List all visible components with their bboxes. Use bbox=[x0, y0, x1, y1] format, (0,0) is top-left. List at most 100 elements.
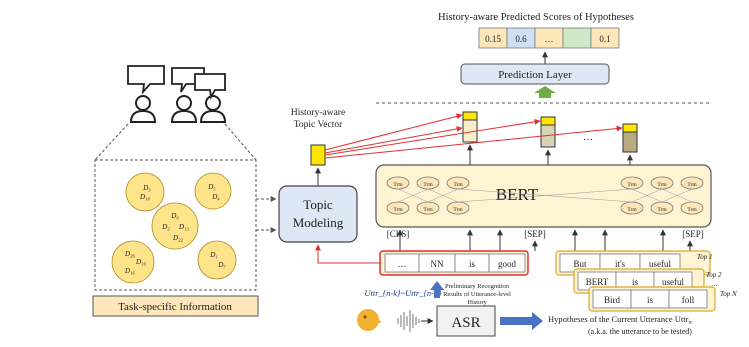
red-link-1 bbox=[324, 113, 463, 151]
topic-cluster bbox=[194, 172, 232, 210]
score-value-2: 0.6 bbox=[515, 34, 527, 44]
cluster-doc: D₁₆ bbox=[124, 267, 135, 275]
topic-modeling-label-1: Topic bbox=[303, 197, 333, 212]
person-icon-head bbox=[176, 95, 192, 111]
stack-ellipsis: … bbox=[711, 280, 718, 288]
diagram-title: History-aware Predicted Scores of Hypoth… bbox=[438, 12, 634, 23]
hyp-top2-text-1: BERT bbox=[586, 277, 609, 287]
task-info-label: Task-specific Information bbox=[118, 301, 232, 313]
red-link-4 bbox=[324, 125, 623, 159]
score-bar: 0.15 0.6 … 0.1 bbox=[478, 27, 620, 49]
history-tokens: … NN is good bbox=[384, 253, 526, 273]
cluster-doc: D₂ bbox=[161, 223, 170, 231]
topic-clusters: D₃ D₁₈ D₅ D₄ D₉ D₂ D₁₃ D₂₂ D₂₆ D₁₉ D₁₆ D… bbox=[111, 172, 237, 284]
output-vector-1-top bbox=[462, 111, 478, 121]
trm-label: Trm bbox=[393, 182, 403, 188]
hyp-topN-token-3 bbox=[668, 289, 708, 309]
topic-modeling-box bbox=[278, 185, 358, 243]
cluster-doc: D₄ bbox=[211, 193, 220, 201]
hyp-top1-text-2: it's bbox=[615, 259, 626, 269]
cluster-doc: D₂₂ bbox=[172, 234, 183, 242]
waveform-icon bbox=[397, 310, 420, 332]
sep-token-1: [SEP] bbox=[524, 229, 546, 239]
output-ellipsis: … bbox=[583, 132, 593, 143]
topN-label: Top N bbox=[720, 290, 737, 298]
trm-label: Trm bbox=[423, 207, 433, 213]
prelim-note-2: Results of Utterance-level bbox=[443, 291, 511, 298]
person-icon-body bbox=[199, 109, 227, 123]
funnel-line-right bbox=[224, 123, 257, 161]
hyp-caption-1: Hypotheses of the Current Utterance Uttr… bbox=[548, 314, 692, 326]
trm-link bbox=[427, 188, 459, 203]
topic-cluster bbox=[151, 202, 199, 250]
task-info-label-box bbox=[92, 295, 259, 317]
asr-box bbox=[436, 305, 496, 337]
topic-modeling-label-2: Modeling bbox=[293, 215, 344, 230]
hyp-topN-text-2: is bbox=[647, 295, 654, 305]
funnel-line-left bbox=[94, 123, 129, 161]
speaker-icon bbox=[357, 309, 382, 331]
prediction-layer-label: Prediction Layer bbox=[498, 69, 572, 81]
trm-label: Trm bbox=[627, 207, 637, 213]
prelim-note-3: History bbox=[467, 299, 487, 306]
person-icon-body bbox=[129, 109, 157, 123]
topic-cluster bbox=[125, 172, 165, 212]
topic-vector-label-1: History-aware bbox=[291, 108, 345, 118]
topic-vector-label-2: Topic Vector bbox=[294, 120, 343, 130]
trm-link bbox=[631, 188, 663, 203]
trm-label: Trm bbox=[657, 182, 667, 188]
utterance-history: Uttr_{n-k}~Uttr_{n-1} bbox=[364, 288, 442, 298]
asr-output-arrow bbox=[500, 312, 543, 330]
bert-box bbox=[375, 164, 712, 228]
topic-cluster bbox=[197, 240, 237, 280]
score-value-3: … bbox=[545, 34, 554, 44]
hyp-caption-subscript: n bbox=[688, 319, 691, 326]
hyp-top2-text-2: is bbox=[632, 277, 639, 287]
top2-label: Top 2 bbox=[706, 271, 722, 279]
token-input-arrows bbox=[397, 229, 693, 251]
speech-bubble-icon bbox=[127, 65, 165, 95]
speaker-head bbox=[357, 309, 379, 331]
asr-label: ASR bbox=[451, 315, 480, 331]
cluster-doc: D₂₆ bbox=[124, 250, 135, 258]
transformer-units: Trm Trm Trm Trm Trm Trm Trm Trm Trm Trm … bbox=[386, 176, 704, 215]
trm-link bbox=[397, 188, 429, 203]
cluster-doc: D₃ bbox=[142, 184, 151, 192]
score-cell-4 bbox=[562, 27, 592, 49]
hyp-topN-text-1: Bird bbox=[604, 295, 621, 305]
prelim-note-1: Preliminary Recognition bbox=[445, 283, 510, 290]
trm-label: Trm bbox=[627, 182, 637, 188]
bert-label: BERT bbox=[496, 185, 539, 204]
score-value-5: 0.1 bbox=[599, 34, 610, 44]
cls-token: [CLS] bbox=[387, 229, 410, 239]
speaker-eye bbox=[363, 315, 367, 319]
people-icon-group bbox=[127, 65, 227, 123]
sep-token-2: [SEP] bbox=[682, 229, 704, 239]
trm-label: Trm bbox=[453, 207, 463, 213]
hyp-top2-text-3: useful bbox=[662, 277, 684, 287]
person-icon-head bbox=[205, 95, 221, 111]
blue-up-arrow bbox=[430, 281, 444, 298]
cluster-doc: D₉ bbox=[170, 212, 179, 220]
topic-vector-links bbox=[324, 113, 623, 159]
history-token-text-3: is bbox=[469, 259, 476, 269]
trm-label: Trm bbox=[453, 182, 463, 188]
speaker-mouth bbox=[376, 318, 382, 324]
hyp-top1-text-3: useful bbox=[649, 259, 671, 269]
person-icon-head bbox=[135, 95, 151, 111]
score-value-1: 0.15 bbox=[485, 34, 501, 44]
history-to-topic-arrow bbox=[315, 244, 380, 264]
cluster-doc: D₁ bbox=[209, 251, 218, 259]
topic-vector bbox=[310, 144, 326, 166]
speech-bubble-icon bbox=[171, 67, 205, 93]
history-token-text-1: … bbox=[398, 259, 407, 269]
hyp-caption-1-text: Hypotheses of the Current Utterance Uttr bbox=[548, 314, 689, 324]
cluster-doc: D₁₃ bbox=[178, 223, 189, 231]
history-token-text-2: NN bbox=[431, 259, 444, 269]
trm-label: Trm bbox=[423, 182, 433, 188]
output-vectors: … bbox=[462, 111, 638, 153]
output-vector-3-top bbox=[622, 123, 638, 133]
hyp-top1-text-1: But bbox=[573, 259, 587, 269]
speech-bubble-icon bbox=[194, 73, 226, 100]
hyp-topN-text-3: foll bbox=[682, 295, 695, 305]
